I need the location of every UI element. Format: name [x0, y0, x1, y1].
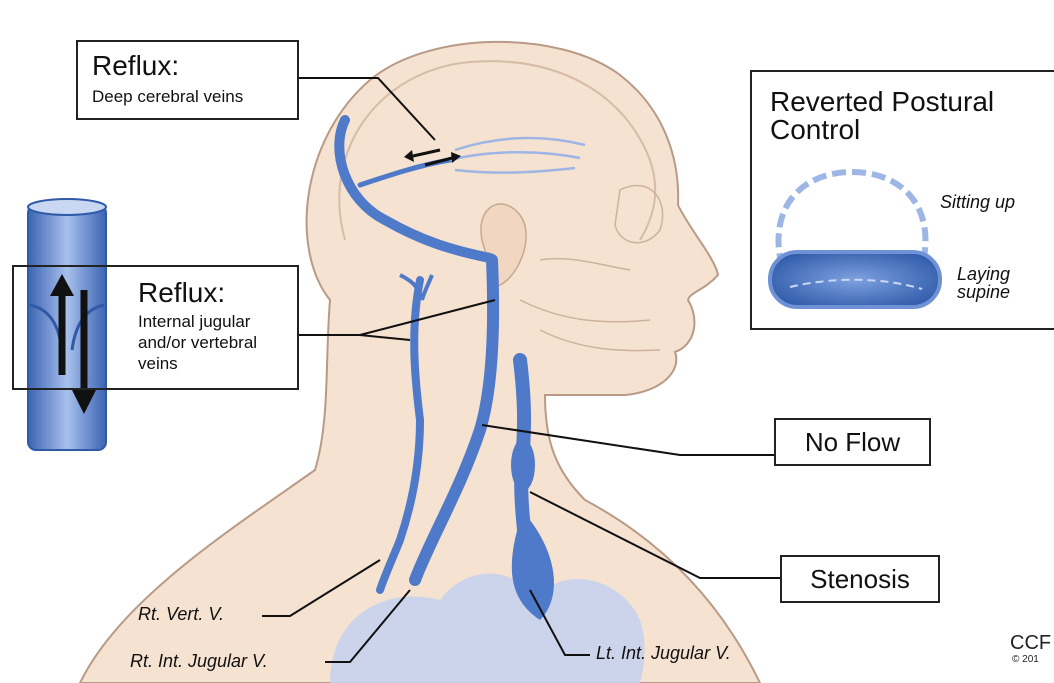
no-flow-label: No Flow — [805, 427, 900, 458]
laying-supine-label-2: supine — [957, 282, 1010, 303]
vein-shape-diagram — [762, 167, 942, 317]
reflux-cerebral-box: Reflux: Deep cerebral veins — [76, 40, 299, 120]
ccf-logo: CCF — [1010, 632, 1051, 655]
no-flow-box: No Flow — [774, 418, 931, 466]
reflux-cerebral-text: Deep cerebral veins — [92, 86, 283, 107]
reflux-jugular-line-1: Internal jugular — [138, 311, 283, 332]
reflux-jugular-title: Reflux: — [138, 279, 283, 307]
lt-int-jugular-label: Lt. Int. Jugular V. — [596, 643, 731, 664]
copyright-text: © 201 — [1012, 654, 1039, 665]
postural-title-line-1: Reverted Postural — [770, 88, 1050, 116]
postural-control-box: Reverted Postural Control Sitting up Lay… — [750, 70, 1054, 330]
vein-tube-top — [28, 199, 106, 215]
stenosis-bulge — [511, 439, 535, 491]
sitting-up-label: Sitting up — [940, 192, 1015, 213]
postural-title-line-2: Control — [770, 116, 1050, 144]
reflux-jugular-line-3: veins — [138, 353, 283, 374]
stenosis-box: Stenosis — [780, 555, 940, 603]
stenosis-label: Stenosis — [810, 564, 910, 595]
rt-vert-label: Rt. Vert. V. — [138, 604, 224, 625]
reflux-jugular-box: Reflux: Internal jugular and/or vertebra… — [12, 265, 299, 390]
reflux-cerebral-title: Reflux: — [92, 52, 283, 80]
rt-int-jugular-label: Rt. Int. Jugular V. — [130, 651, 268, 672]
reflux-jugular-line-2: and/or vertebral — [138, 332, 283, 353]
